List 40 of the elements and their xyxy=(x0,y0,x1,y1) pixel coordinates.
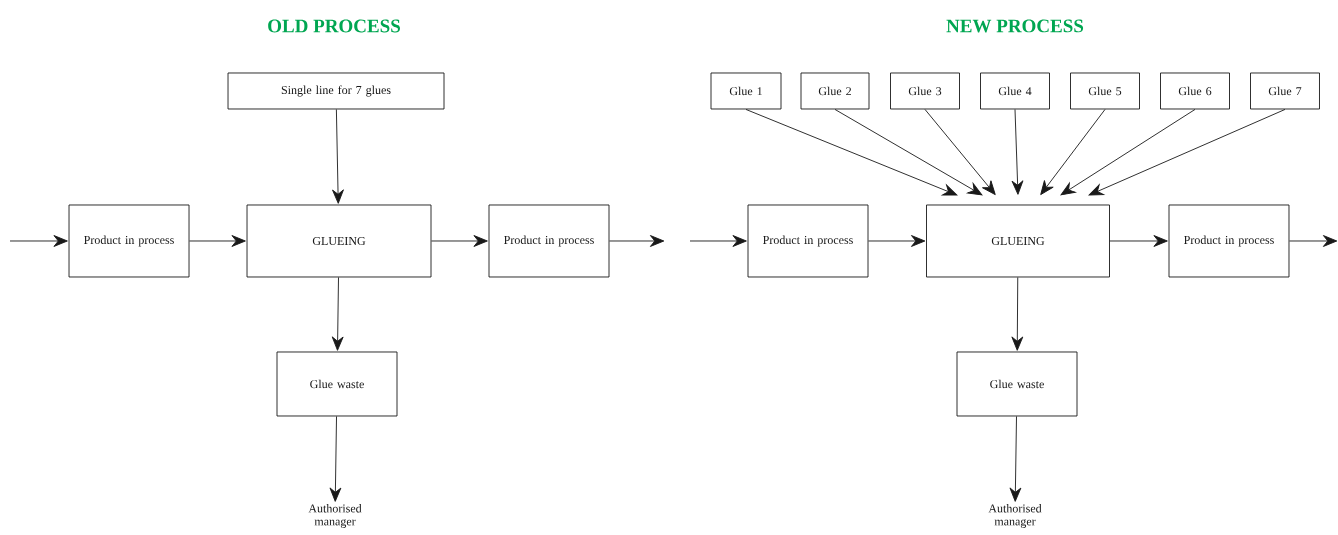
arrow xyxy=(868,235,926,247)
process-box: Glue 7 xyxy=(1250,72,1320,110)
arrow xyxy=(924,109,996,196)
process-box: Product in process xyxy=(68,204,190,278)
arrow xyxy=(745,109,958,196)
arrow xyxy=(1109,235,1168,247)
arrow xyxy=(431,235,488,247)
process-box: GLUEING xyxy=(926,204,1110,278)
arrow xyxy=(689,235,747,247)
process-box: Glue 6 xyxy=(1160,72,1230,110)
arrow xyxy=(331,277,344,351)
process-box: Glue waste xyxy=(276,351,398,417)
arrow xyxy=(1009,416,1022,502)
arrow xyxy=(1289,235,1338,247)
arrow xyxy=(1011,277,1024,351)
arrow xyxy=(329,416,342,502)
process-box: Product in process xyxy=(488,204,610,278)
heading: NEW PROCESS xyxy=(946,19,1084,33)
process-box: Glue 4 xyxy=(980,72,1050,110)
process-box: Glue waste xyxy=(956,351,1078,417)
arrow xyxy=(9,235,68,247)
heading: OLD PROCESS xyxy=(268,19,400,33)
text-label: Authorised manager xyxy=(308,504,362,528)
arrow xyxy=(1011,109,1024,195)
arrow xyxy=(189,235,246,247)
text-label: Authorised manager xyxy=(988,504,1042,528)
arrow xyxy=(332,109,344,204)
arrow xyxy=(1088,109,1286,196)
process-box: GLUEING xyxy=(246,204,432,278)
arrow xyxy=(834,109,983,196)
process-box: Glue 1 xyxy=(710,72,782,110)
process-box: Product in process xyxy=(747,204,869,278)
arrow xyxy=(1040,109,1106,196)
process-box: Glue 3 xyxy=(890,72,960,110)
arrow xyxy=(1060,109,1196,196)
arrow xyxy=(609,235,665,247)
process-box: Single line for 7 glues xyxy=(227,72,445,110)
process-box: Glue 5 xyxy=(1070,72,1140,110)
process-box: Glue 2 xyxy=(800,72,870,110)
process-box: Product in process xyxy=(1168,204,1290,278)
